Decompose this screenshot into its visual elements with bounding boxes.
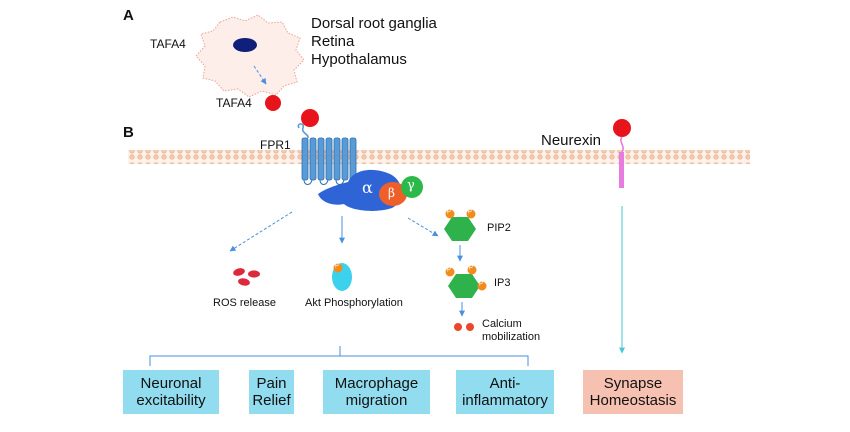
neurexin-protein — [619, 152, 624, 188]
outcome-line2: migration — [345, 392, 408, 409]
g-beta-subunit — [379, 182, 407, 206]
outcome-line1: Synapse — [603, 375, 663, 392]
phosphate-label: p — [479, 279, 483, 286]
outcome-line2: excitability — [136, 392, 206, 409]
tissue-item: Retina — [311, 33, 355, 50]
secreting-cell — [195, 14, 305, 98]
pip2-label: PIP2 — [487, 222, 511, 234]
outcome-line1: Macrophage — [334, 375, 419, 392]
tissue-item: Hypothalamus — [311, 51, 407, 68]
g-gamma-label: γ — [407, 178, 415, 193]
ip3-phosphate-3 — [477, 281, 487, 291]
phosphate-label: p — [469, 263, 473, 270]
calcium-label-line1: Calcium — [482, 318, 522, 330]
outcome-line2: inflammatory — [462, 392, 548, 409]
cell-nucleus — [233, 38, 257, 52]
outcome-line1: Anti- — [489, 375, 521, 392]
fpr1-label: FPR1 — [260, 138, 291, 152]
outcome-line2: Homeostasis — [589, 392, 677, 409]
phosphate-label: p — [447, 265, 451, 272]
panel-label-b: B — [123, 124, 134, 141]
g-gamma-subunit — [401, 176, 423, 198]
phosphate-label: p — [468, 207, 472, 214]
g-alpha-subunit — [318, 169, 402, 211]
ros-molecules — [233, 268, 260, 286]
pip2-hexagon — [444, 217, 476, 241]
ip3-hexagon — [448, 274, 480, 298]
outcome-line1: Pain — [256, 375, 287, 392]
ip3-phosphate-1 — [445, 267, 455, 277]
tafa4-secreted-label: TAFA4 — [216, 96, 252, 110]
arrow-to-ros — [229, 211, 293, 252]
phosphate-label: p — [447, 207, 451, 214]
fpr1-receptor — [297, 123, 357, 197]
ip3-phosphate-2 — [467, 265, 477, 275]
phosphate-label: p — [335, 261, 339, 268]
pip2-phosphate-1 — [445, 209, 455, 219]
g-alpha-label: α — [362, 178, 373, 197]
ros-label: ROS release — [213, 297, 276, 309]
outcome-bracket — [149, 346, 529, 366]
tafa4-cell-label: TAFA4 — [150, 37, 186, 51]
akt-phosphate — [333, 263, 343, 273]
tafa4-ligand-secreted — [265, 95, 281, 111]
outcome-line2: Relief — [252, 392, 291, 409]
calcium-ion-2 — [466, 323, 474, 331]
neurexin-label: Neurexin — [541, 132, 602, 149]
outcome-anti-inflammatory: Anti-inflammatory — [456, 370, 554, 414]
calcium-label: Calcium mobilization — [482, 318, 540, 344]
tissue-item: Dorsal root ganglia — [311, 15, 437, 32]
cell-membrane — [128, 150, 750, 164]
pip2-phosphate-2 — [466, 209, 476, 219]
g-beta-label: β — [388, 186, 395, 200]
arrow-to-pip2 — [407, 217, 439, 237]
secretion-arrow — [253, 65, 267, 85]
panel-label-a: A — [123, 7, 134, 24]
ip3-label: IP3 — [494, 277, 511, 289]
calcium-ion-1 — [454, 323, 462, 331]
tissue-list: Dorsal root ganglia Retina Hypothalamus — [311, 15, 437, 69]
tafa4-ligand-bound — [301, 109, 319, 127]
outcome-line1: Neuronal — [140, 375, 202, 392]
calcium-label-line2: mobilization — [482, 331, 541, 343]
neurexin-linker — [620, 136, 624, 153]
neurexin-ligand — [613, 119, 631, 137]
akt-label: Akt Phosphorylation — [305, 297, 403, 309]
